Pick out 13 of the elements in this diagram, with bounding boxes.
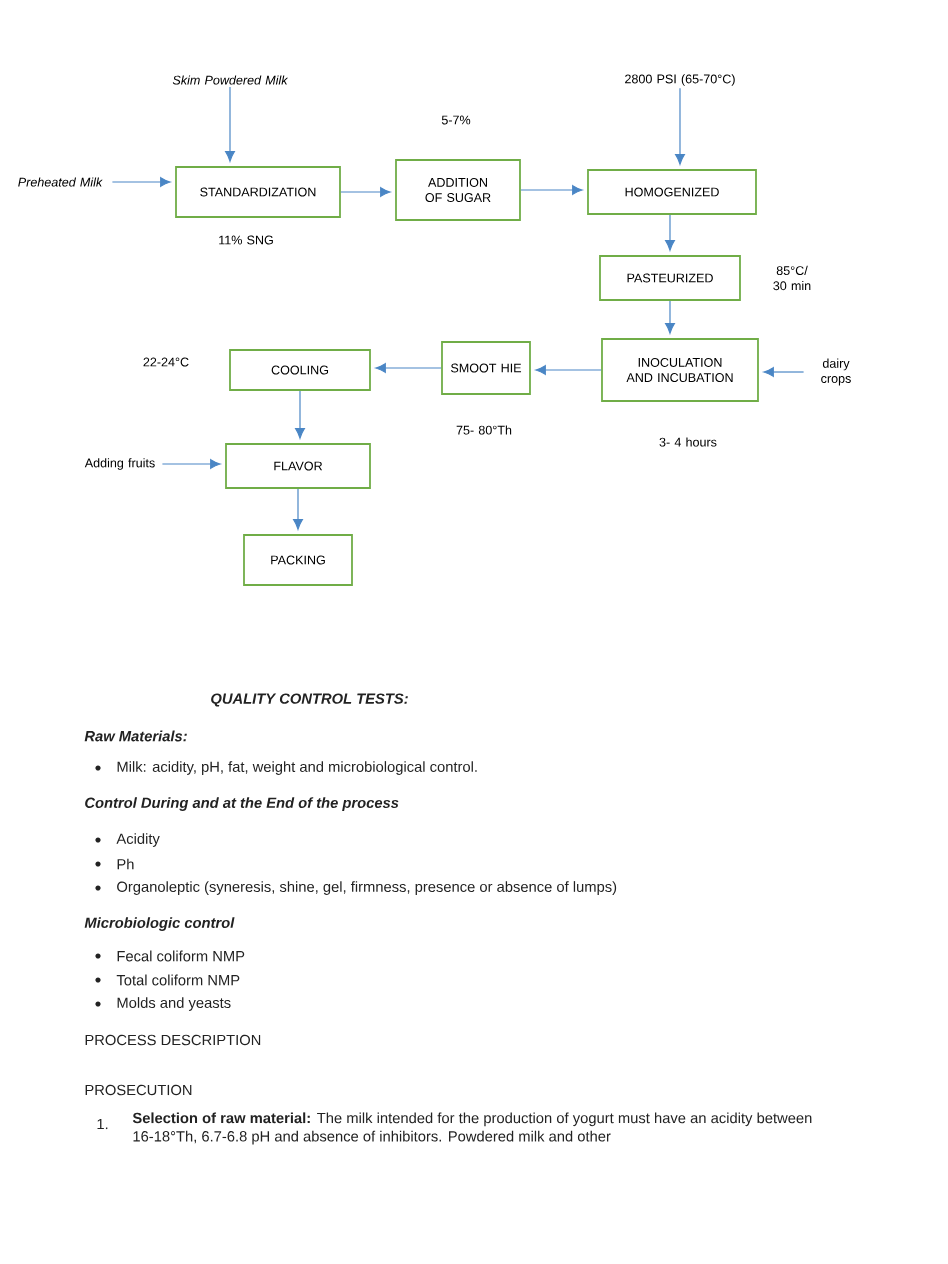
arrow	[665, 300, 675, 334]
arrow	[111, 177, 171, 187]
arrow	[375, 363, 442, 373]
arrow	[225, 86, 235, 162]
arrow	[293, 488, 303, 530]
arrow	[665, 214, 675, 251]
arrow	[763, 367, 805, 377]
arrow	[535, 365, 602, 375]
arrow	[340, 187, 391, 197]
arrow	[675, 87, 685, 165]
arrow	[161, 459, 221, 469]
arrow	[295, 390, 305, 439]
arrow	[520, 185, 583, 195]
